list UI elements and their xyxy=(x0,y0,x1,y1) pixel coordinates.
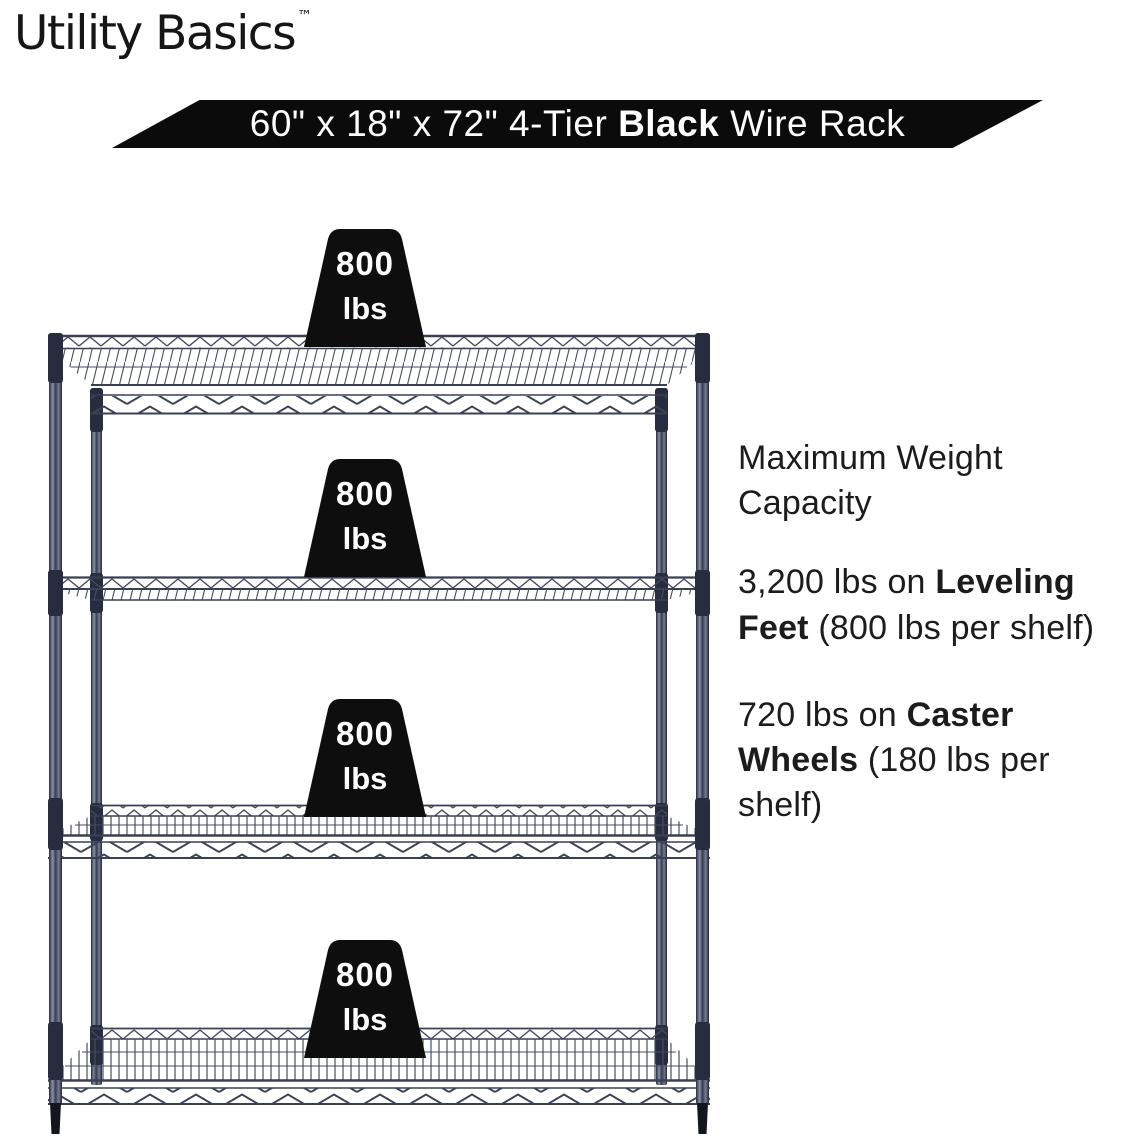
leveling-feet-capacity: 3,200 lbs on Leveling Feet (800 lbs per … xyxy=(738,560,1133,650)
capacity-text: (800 lbs per shelf) xyxy=(808,608,1095,647)
capacity-unit: lbs xyxy=(342,291,388,326)
weight-icon xyxy=(304,459,426,577)
weight-icon xyxy=(304,229,426,347)
title-banner: 60" x 18" x 72" 4-Tier Black Wire Rack xyxy=(112,100,1043,148)
shelf-1-capacity-badge: 800 lbs xyxy=(303,229,427,347)
capacity-text-bold: Leveling Feet xyxy=(738,563,1085,647)
capacity-text: 720 lbs on xyxy=(738,695,907,734)
capacity-unit: lbs xyxy=(342,521,388,556)
banner-text-color: Black xyxy=(618,103,720,144)
capacity-value: 800 xyxy=(335,715,395,752)
front-posts xyxy=(48,333,710,1105)
brand-name: Utility Basics xyxy=(14,6,297,61)
banner-text-prefix: 60" x 18" x 72" 4-Tier xyxy=(249,103,619,144)
banner-text-suffix: Wire Rack xyxy=(719,103,906,144)
capacity-value: 800 xyxy=(335,475,395,512)
shelf-3-capacity-badge: 800 lbs xyxy=(303,699,427,817)
capacity-unit: lbs xyxy=(342,1002,388,1037)
capacity-text: (180 lbs per shelf) xyxy=(738,741,1060,825)
caster-wheels-capacity: 720 lbs on Caster Wheels (180 lbs per sh… xyxy=(738,693,1133,829)
capacity-value: 800 xyxy=(335,245,395,282)
capacity-unit: lbs xyxy=(342,761,388,796)
capacity-info-panel: Maximum Weight Capacity 3,200 lbs on Lev… xyxy=(738,436,1133,871)
capacity-value: 800 xyxy=(335,956,395,993)
trademark-symbol: ™ xyxy=(297,7,313,25)
shelf-4-capacity-badge: 800 lbs xyxy=(303,940,427,1058)
capacity-text-bold: Caster Wheels xyxy=(738,695,1024,780)
info-heading: Maximum Weight Capacity xyxy=(738,439,1003,523)
capacity-text: 3,200 lbs on xyxy=(738,563,936,602)
shelf-2 xyxy=(48,576,710,601)
shelf-1 xyxy=(48,334,710,415)
leveling-feet xyxy=(50,1103,708,1134)
weight-icon xyxy=(304,699,426,817)
weight-icon xyxy=(304,940,426,1058)
shelf-2-capacity-badge: 800 lbs xyxy=(303,459,427,577)
